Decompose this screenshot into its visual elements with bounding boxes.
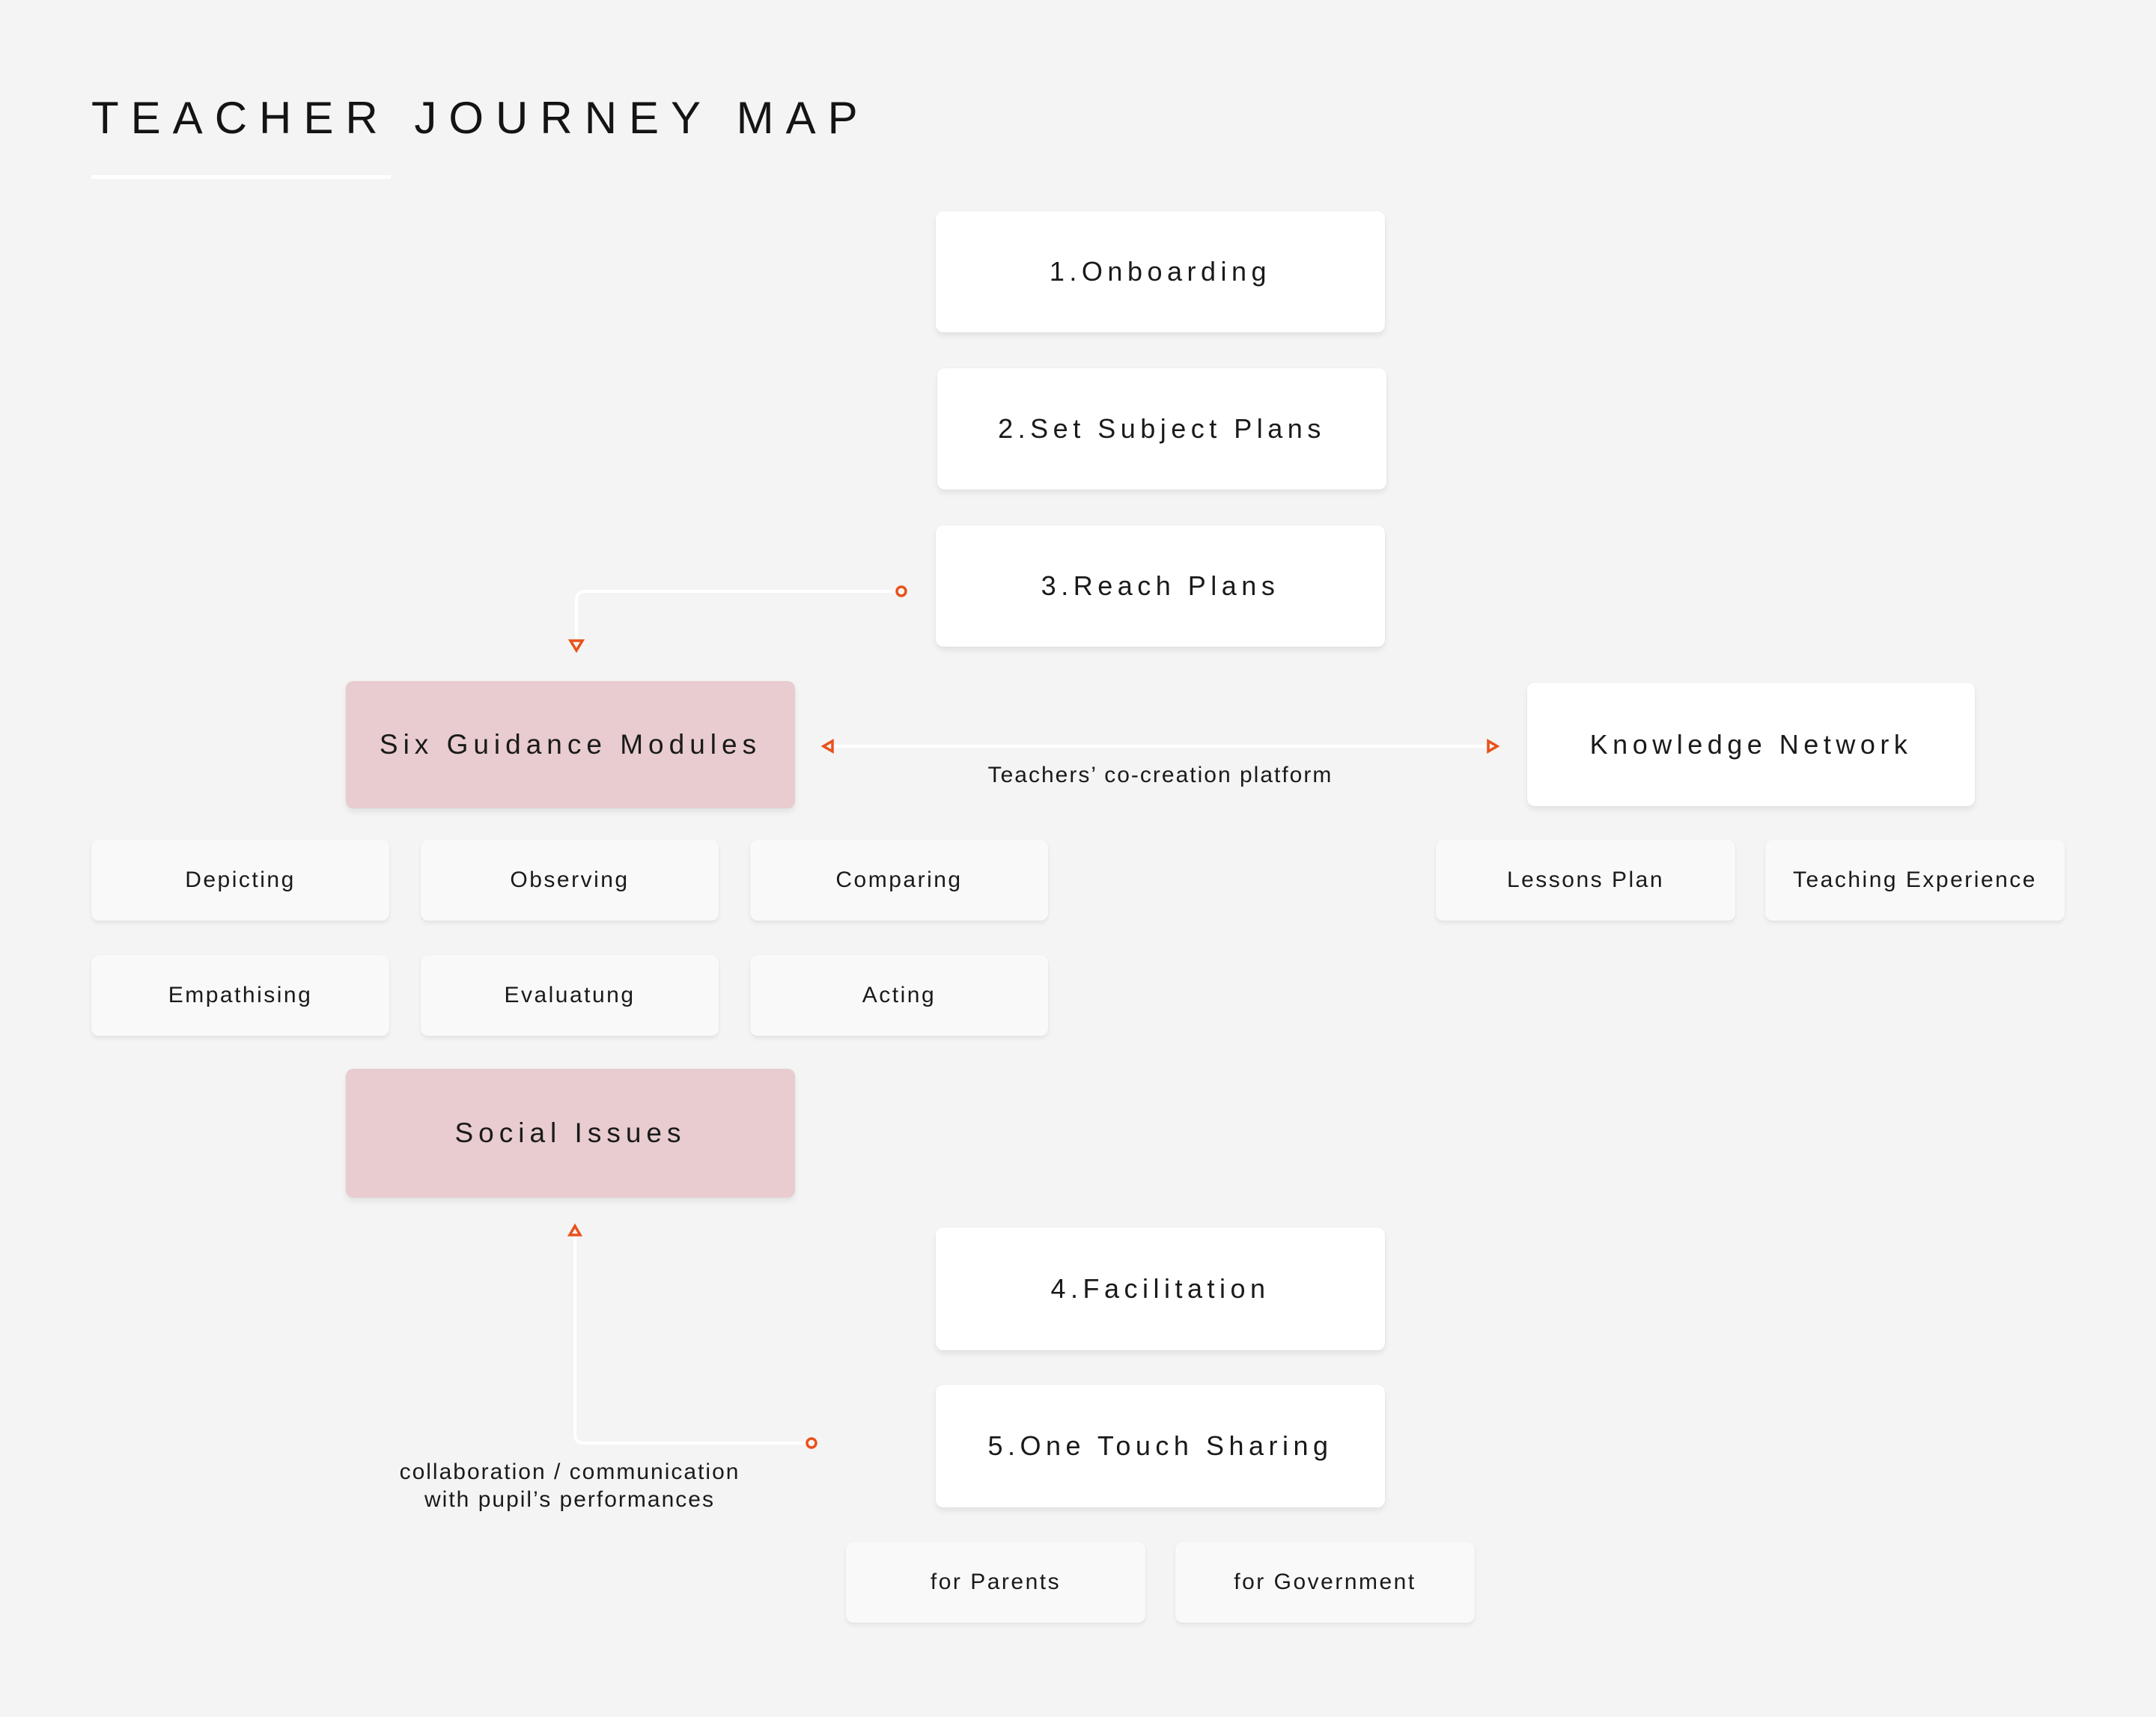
page-title: TEACHER JOURNEY MAP bbox=[91, 93, 870, 143]
share-for-parents[interactable]: for Parents bbox=[846, 1542, 1145, 1623]
module-empathising[interactable]: Empathising bbox=[91, 955, 389, 1036]
module-label: Acting bbox=[862, 983, 937, 1007]
social-issues-box[interactable]: Social Issues bbox=[346, 1069, 795, 1198]
network-item-lessons-plan[interactable]: Lessons Plan bbox=[1436, 840, 1735, 921]
step-facilitation-label: 4.Facilitation bbox=[1050, 1273, 1270, 1304]
modules-arrowhead bbox=[567, 639, 585, 653]
module-label: Evaluatung bbox=[504, 983, 636, 1007]
module-label: Depicting bbox=[185, 867, 296, 892]
network-item-teaching-experience[interactable]: Teaching Experience bbox=[1765, 840, 2065, 921]
module-observing[interactable]: Observing bbox=[421, 840, 719, 921]
co-creation-platform-label: Teachers’ co-creation platform bbox=[987, 763, 1333, 787]
share-target-label: for Parents bbox=[930, 1570, 1062, 1594]
step-reach-plans[interactable]: 3.Reach Plans bbox=[936, 525, 1385, 647]
share-for-government[interactable]: for Government bbox=[1175, 1542, 1475, 1623]
module-label: Observing bbox=[510, 867, 630, 892]
collaboration-label-line-2: with pupil’s performances bbox=[424, 1487, 715, 1512]
step-one-touch-sharing[interactable]: 5.One Touch Sharing bbox=[936, 1385, 1385, 1507]
six-guidance-modules-box[interactable]: Six Guidance Modules bbox=[346, 681, 795, 808]
step-onboarding-label: 1.Onboarding bbox=[1049, 256, 1272, 287]
knowledge-network-box[interactable]: Knowledge Network bbox=[1527, 683, 1975, 806]
step-reach-plans-label: 3.Reach Plans bbox=[1041, 570, 1280, 601]
reach-to-modules-line bbox=[575, 590, 898, 640]
network-item-label: Teaching Experience bbox=[1792, 867, 2037, 892]
share-target-label: for Government bbox=[1234, 1570, 1416, 1594]
step-one-touch-sharing-label: 5.One Touch Sharing bbox=[987, 1430, 1333, 1461]
module-acting[interactable]: Acting bbox=[750, 955, 1048, 1036]
sharing-connector-dot bbox=[806, 1437, 817, 1449]
modules-left-arrowhead bbox=[820, 738, 834, 754]
network-right-arrowhead bbox=[1487, 738, 1500, 754]
step-onboarding[interactable]: 1.Onboarding bbox=[936, 211, 1385, 332]
title-underline bbox=[91, 175, 391, 179]
collaboration-label: collaboration / communication with pupil… bbox=[314, 1458, 825, 1513]
reach-connector-dot bbox=[895, 585, 907, 597]
social-arrowhead bbox=[567, 1223, 583, 1236]
module-comparing[interactable]: Comparing bbox=[750, 840, 1048, 921]
step-facilitation[interactable]: 4.Facilitation bbox=[936, 1227, 1385, 1350]
module-evaluatung[interactable]: Evaluatung bbox=[421, 955, 719, 1036]
step-set-subject-plans-label: 2.Set Subject Plans bbox=[998, 413, 1326, 444]
network-item-label: Lessons Plan bbox=[1506, 867, 1665, 892]
sharing-to-social-line bbox=[573, 1236, 810, 1445]
knowledge-network-label: Knowledge Network bbox=[1589, 728, 1913, 760]
step-set-subject-plans[interactable]: 2.Set Subject Plans bbox=[937, 368, 1386, 490]
social-issues-label: Social Issues bbox=[454, 1117, 686, 1148]
collaboration-label-line-1: collaboration / communication bbox=[399, 1460, 740, 1484]
module-depicting[interactable]: Depicting bbox=[91, 840, 389, 921]
six-guidance-modules-label: Six Guidance Modules bbox=[379, 729, 762, 760]
module-label: Empathising bbox=[168, 983, 313, 1007]
module-label: Comparing bbox=[835, 867, 963, 892]
